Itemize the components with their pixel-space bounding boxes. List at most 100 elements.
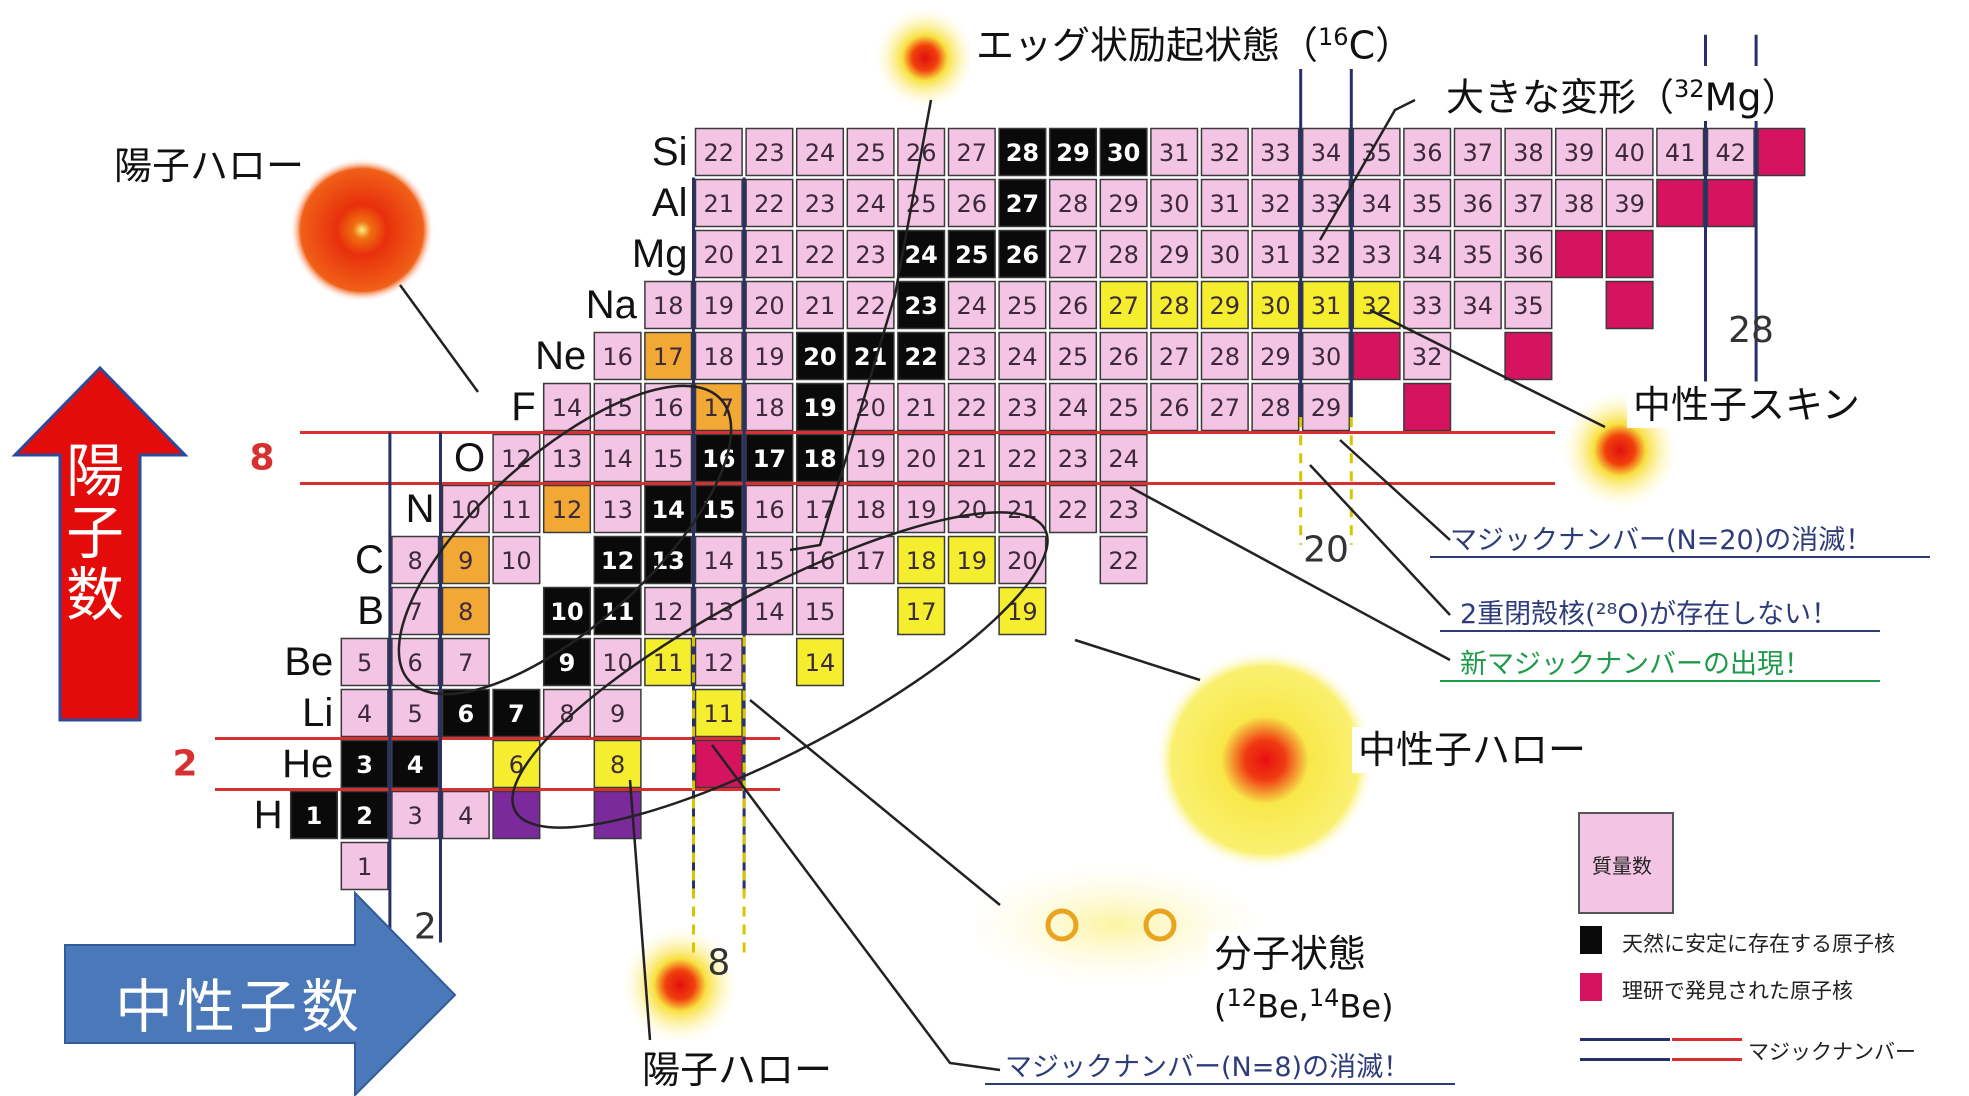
nuclide-cell (745, 382, 794, 432)
nuclide-mass-label: 33 (1412, 292, 1443, 320)
nuclide-cell (441, 790, 490, 840)
nuclide-cell (1200, 331, 1249, 381)
nuclide-mass-label: 28 (1159, 292, 1190, 320)
nuclide-mass-label: 24 (1007, 343, 1038, 371)
nuclide-cell (947, 433, 996, 483)
nuclide-cell (289, 790, 339, 840)
nuclide-cell (391, 790, 440, 840)
pointer-magic-8 (710, 744, 1001, 1072)
nuclide-cell (644, 484, 693, 534)
nuclide-cell (1301, 178, 1351, 228)
element-symbol-li: Li (302, 691, 333, 735)
nuclide-mass-label: 22 (1108, 547, 1139, 575)
nuclide-cell (542, 586, 592, 636)
nuclide-mass-label: 10 (550, 598, 583, 626)
nuclide-cell (340, 739, 389, 789)
nuclide-cell (745, 280, 794, 330)
nuclide-cell (1048, 331, 1098, 381)
nuclide-cell (947, 331, 996, 381)
nuclide-mass-label: 34 (1361, 190, 1392, 218)
nuclide-mass-label: 35 (1513, 292, 1544, 320)
legend-magic-line-blue (1580, 1038, 1670, 1041)
nuclide-cell (998, 178, 1047, 228)
nuclide-cell (1453, 229, 1502, 279)
nuclide-mass-label: 33 (1361, 241, 1392, 269)
nuclide-mass-label: 29 (1311, 394, 1342, 422)
element-symbol-na: Na (586, 283, 638, 327)
nuclide-cell (795, 382, 845, 432)
nuclide-mass-label: 30 (1210, 241, 1241, 269)
nuclide-cell (391, 739, 440, 789)
nuclide-cell (694, 433, 743, 483)
molecule-cluster-left-icon (1045, 908, 1079, 942)
nuclide-mass-label: 14 (552, 394, 583, 422)
nuclide-mass-label: 13 (602, 496, 633, 524)
nuclide-mass-label: 23 (754, 139, 785, 167)
nuclide-mass-label: 38 (1513, 139, 1544, 167)
nuclide-mass-label: 2 (356, 802, 373, 830)
nuclide-mass-label: 29 (1056, 139, 1089, 167)
nuclide-cell (795, 280, 845, 330)
nuclide-cell (1048, 382, 1098, 432)
egg-state-sup: 16 (1318, 23, 1349, 51)
element-symbol-mg: Mg (632, 232, 688, 276)
nuclide-cell (1200, 229, 1249, 279)
nuclide-mass-label: 34 (1463, 292, 1494, 320)
nuclide-cell (1048, 178, 1098, 228)
nuclide-mass-label: 26 (1006, 241, 1039, 269)
nuclide-mass-label: 27 (1006, 190, 1039, 218)
nuclide-cell (1099, 433, 1148, 483)
nuclide-mass-label: 25 (955, 241, 988, 269)
nuclide-mass-label: 26 (1058, 292, 1089, 320)
nuclide-cell (644, 280, 693, 330)
nuclide-mass-label: 36 (1463, 190, 1494, 218)
nuclide-mass-label: 21 (957, 445, 988, 473)
nuclide-cell (1150, 382, 1199, 432)
pointer-neutron-halo (1074, 638, 1201, 682)
nuclide-mass-label: 21 (1007, 496, 1038, 524)
legend-magic-line-red (1672, 1038, 1742, 1041)
nuclide-mass-label: 14 (602, 445, 633, 473)
nuclide-mass-label: 14 (704, 547, 735, 575)
nuclide-mass-label: 12 (552, 496, 583, 524)
nuclide-cell (1200, 178, 1249, 228)
nuclide-cell (1251, 127, 1300, 177)
nuclide-cell (441, 688, 490, 738)
magic-neutron-label-2: 2 (414, 907, 437, 948)
nuclide-mass-label: 41 (1665, 139, 1696, 167)
nuclide-cell (1099, 280, 1148, 330)
nuclide-mass-label: 18 (704, 343, 735, 371)
nuclide-cell (593, 331, 642, 381)
neutron-halo-label: 中性子ハロー (1352, 727, 1593, 773)
nuclide-mass-label: 6 (408, 649, 423, 677)
nuclide-cell (745, 331, 794, 381)
note-doubly-magic: 2重閉殻核(²⁸O)が存在しない！ (1460, 599, 1839, 630)
nuclide-mass-label: 35 (1412, 190, 1443, 218)
nuclide-cell (846, 382, 895, 432)
neutron-axis-arrow (64, 890, 457, 1096)
nuclide-mass-label: 21 (704, 190, 735, 218)
element-symbol-si: Si (652, 130, 688, 174)
nuclide-cell (694, 127, 743, 177)
nuclide-cell (593, 586, 642, 636)
nuclide-cell (947, 178, 996, 228)
nuclide-cell (593, 484, 642, 534)
nuclide-mass-label: 22 (754, 190, 785, 218)
nuclide-cell (694, 688, 743, 738)
nuclide-mass-label: 11 (704, 700, 735, 728)
nuclide-mass-label: 27 (1210, 394, 1241, 422)
element-symbol-f: F (511, 385, 535, 429)
nuclide-cell (1403, 178, 1452, 228)
nuclide-mass-label: 30 (1311, 343, 1342, 371)
legend-magic-label: マジックナンバー (1748, 1040, 1916, 1064)
nuclide-cell (1099, 127, 1148, 177)
proton-halo-bottom-label: 陽子ハロー (636, 1047, 839, 1093)
nuclide-cell (1048, 280, 1098, 330)
nuclide-mass-label: 18 (906, 547, 937, 575)
nuclide-mass-label: 9 (559, 649, 576, 677)
nuclide-cell (1301, 331, 1351, 381)
nuclide-mass-label: 26 (1159, 394, 1190, 422)
pointer-lines (397, 98, 1606, 1072)
nuclide-cell (745, 484, 794, 534)
